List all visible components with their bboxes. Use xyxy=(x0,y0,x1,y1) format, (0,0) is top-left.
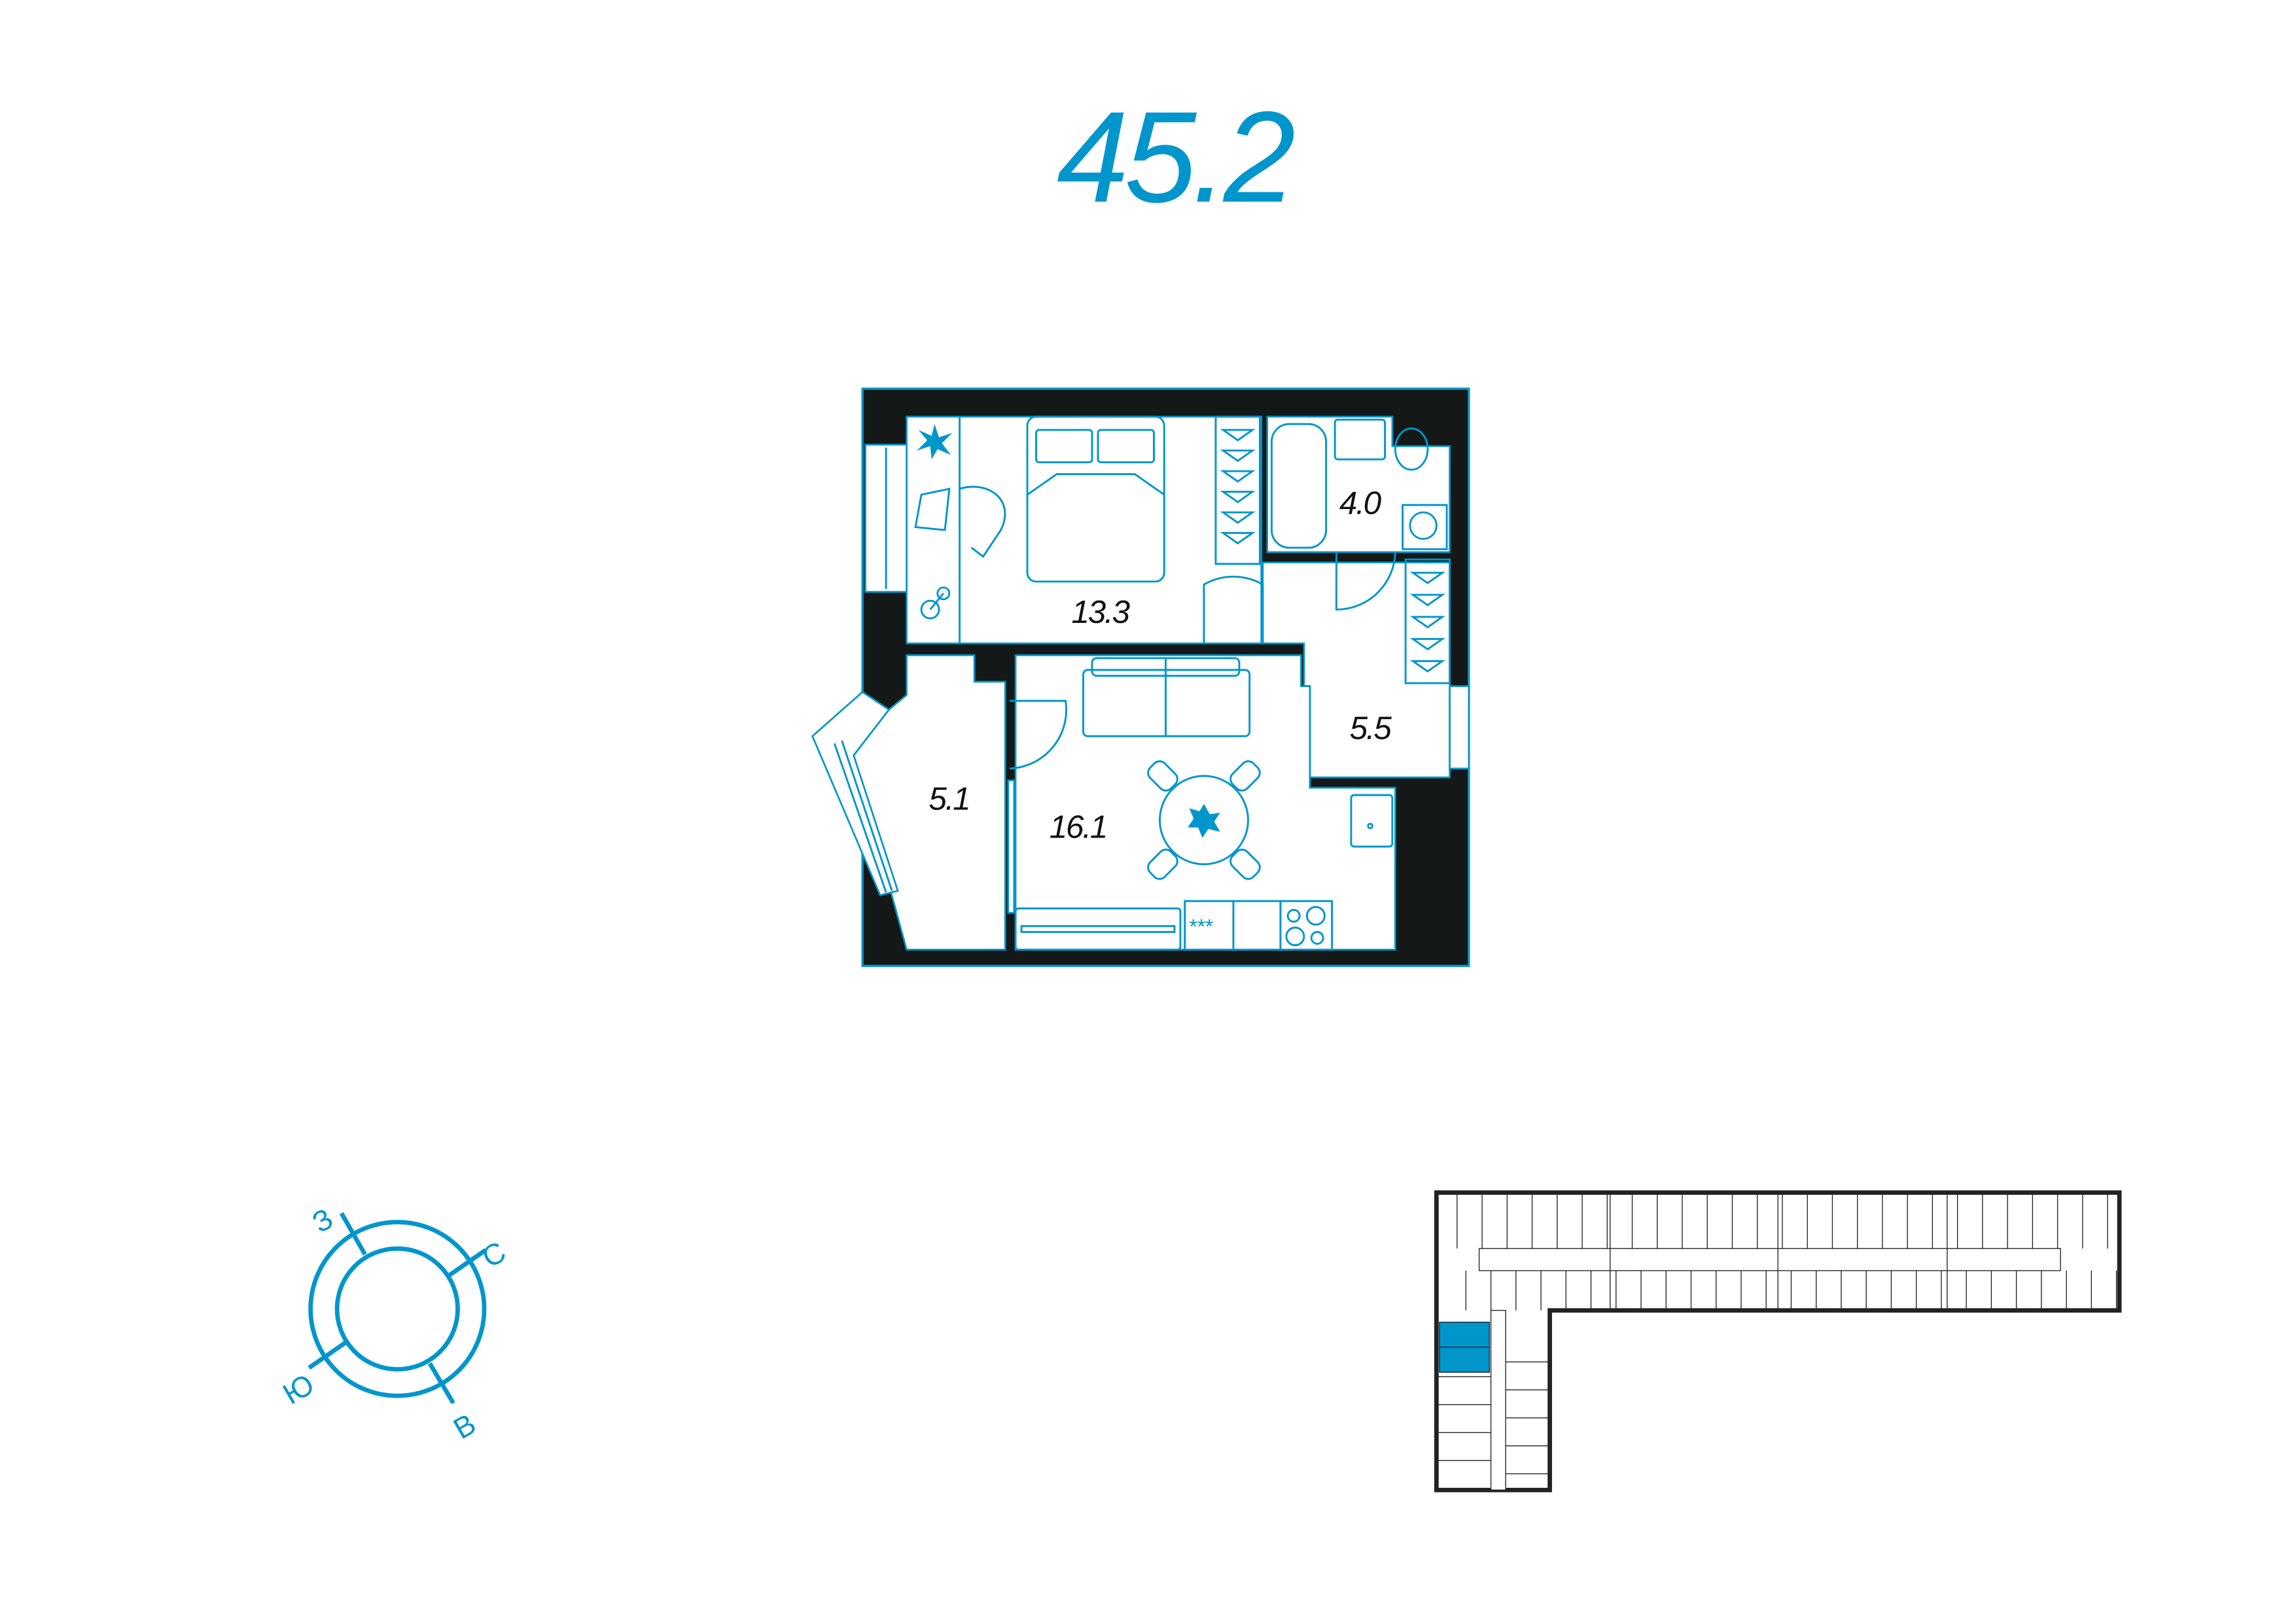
room-bedroom xyxy=(906,415,1263,644)
floor-plan: *** 13.3 4.0 5.5 5.1 16.1 xyxy=(811,387,1470,967)
washbasin-icon xyxy=(1333,418,1386,461)
washing-machine-icon xyxy=(1402,504,1448,550)
bathtub-icon xyxy=(1270,423,1328,549)
bed-icon xyxy=(1026,415,1165,583)
toilet-icon xyxy=(1394,427,1429,471)
compass-west: З xyxy=(306,1201,338,1239)
door-bedroom xyxy=(1203,575,1264,644)
wardrobe-hallway xyxy=(1404,558,1451,684)
compass: З С Ю В xyxy=(277,1201,512,1445)
stove-icon xyxy=(1279,900,1333,951)
hangers-icon xyxy=(1409,571,1446,673)
total-area-title: 45.2 xyxy=(1057,84,1294,229)
chair-icon xyxy=(959,485,1006,558)
lamp-icon xyxy=(920,586,951,620)
window-hallway xyxy=(1449,685,1470,769)
hangers-icon xyxy=(1220,429,1256,545)
wardrobe-bedroom xyxy=(1214,415,1261,565)
area-living-kitchen: 16.1 xyxy=(1050,809,1106,845)
freezer-marks: *** xyxy=(1189,915,1213,938)
door-bathroom xyxy=(1335,552,1396,611)
compass-east: В xyxy=(448,1407,481,1445)
dining-table-icon xyxy=(1147,760,1261,880)
door-loggia xyxy=(1010,699,1068,770)
area-loggia: 5.1 xyxy=(928,781,969,817)
sofa-icon xyxy=(1082,657,1251,737)
room-bathroom xyxy=(1266,415,1451,554)
kitchen-sink-icon xyxy=(1350,794,1394,848)
area-bedroom: 13.3 xyxy=(1072,594,1131,630)
area-bathroom: 4.0 xyxy=(1339,485,1382,521)
laptop-icon xyxy=(914,487,951,531)
kitchen-counter: *** xyxy=(1014,794,1394,951)
compass-north: С xyxy=(476,1235,512,1274)
window-living xyxy=(1007,779,1016,914)
compass-south: Ю xyxy=(277,1367,320,1411)
area-hallway: 5.5 xyxy=(1350,711,1392,747)
building-key-plan xyxy=(1434,1190,2122,1492)
plant-icon xyxy=(917,424,953,460)
